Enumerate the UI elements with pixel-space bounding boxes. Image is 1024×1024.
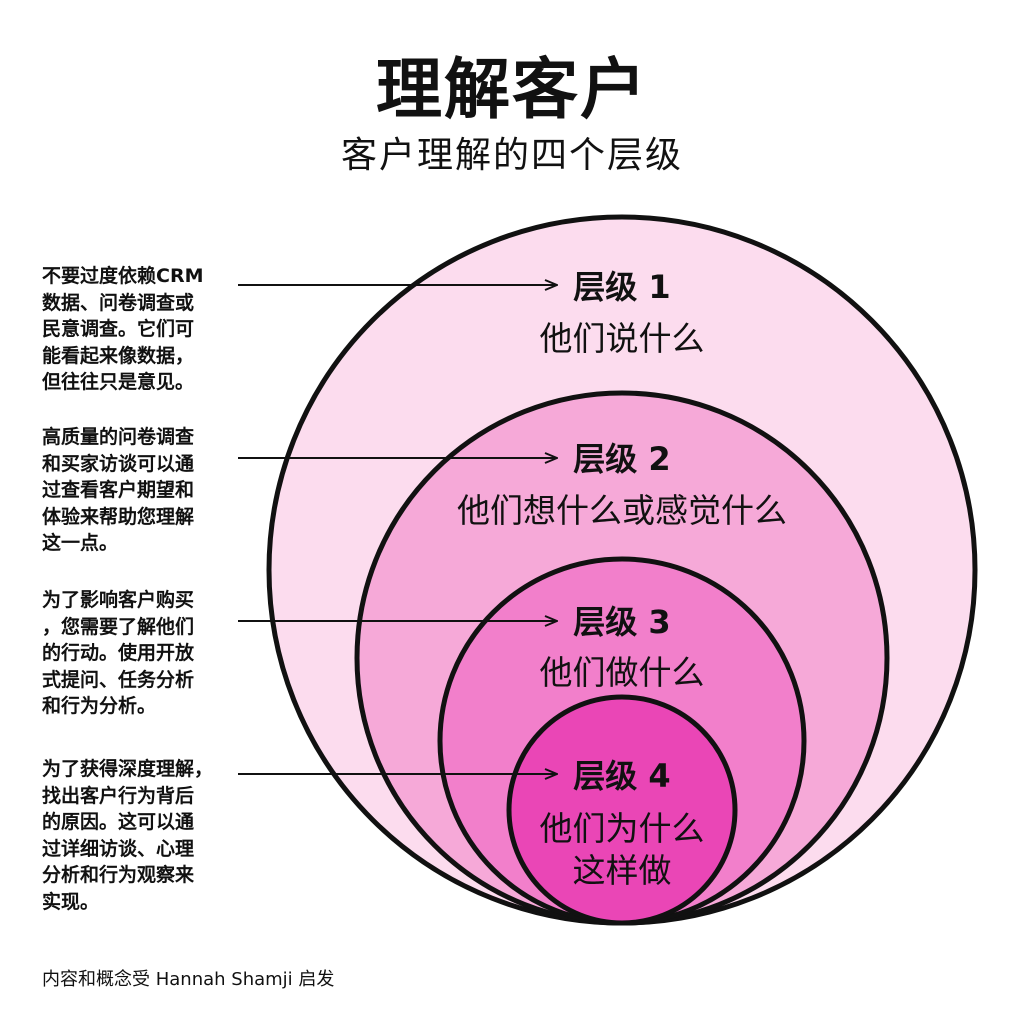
level-4-title: 层级 4	[573, 757, 670, 795]
level-3-title: 层级 3	[573, 603, 670, 641]
page-subtitle: 客户理解的四个层级	[340, 135, 683, 176]
level-4-description-line-2: 这样做	[573, 851, 672, 890]
level-2-description: 他们想什么或感觉什么	[457, 491, 787, 530]
level-4-note: 为了获得深度理解， 找出客户行为背后 的原因。这可以通 过详细访谈、心理 分析和…	[42, 758, 214, 913]
level-2-note: 高质量的问卷调查 和买家访谈可以通 过查看客户期望和 体验来帮助您理解 这一点。	[42, 426, 195, 554]
page-title: 理解客户	[376, 51, 648, 128]
level-2-title: 层级 2	[573, 440, 670, 478]
level-4-circle	[506, 694, 738, 926]
level-1-note: 不要过度依赖CRM 数据、问卷调查或 民意调查。它们可 能看起来像数据， 但往往…	[42, 265, 204, 393]
level-3-description: 他们做什么	[540, 653, 705, 692]
footer-credit: 内容和概念受 Hannah Shamji 启发	[42, 969, 335, 990]
level-3-note: 为了影响客户购买 ，您需要了解他们 的行动。使用开放 式提问、任务分析 和行为分…	[42, 589, 195, 717]
level-4-description-line-1: 他们为什么	[540, 809, 705, 848]
level-1-description: 他们说什么	[540, 319, 705, 358]
level-1-title: 层级 1	[573, 268, 670, 306]
